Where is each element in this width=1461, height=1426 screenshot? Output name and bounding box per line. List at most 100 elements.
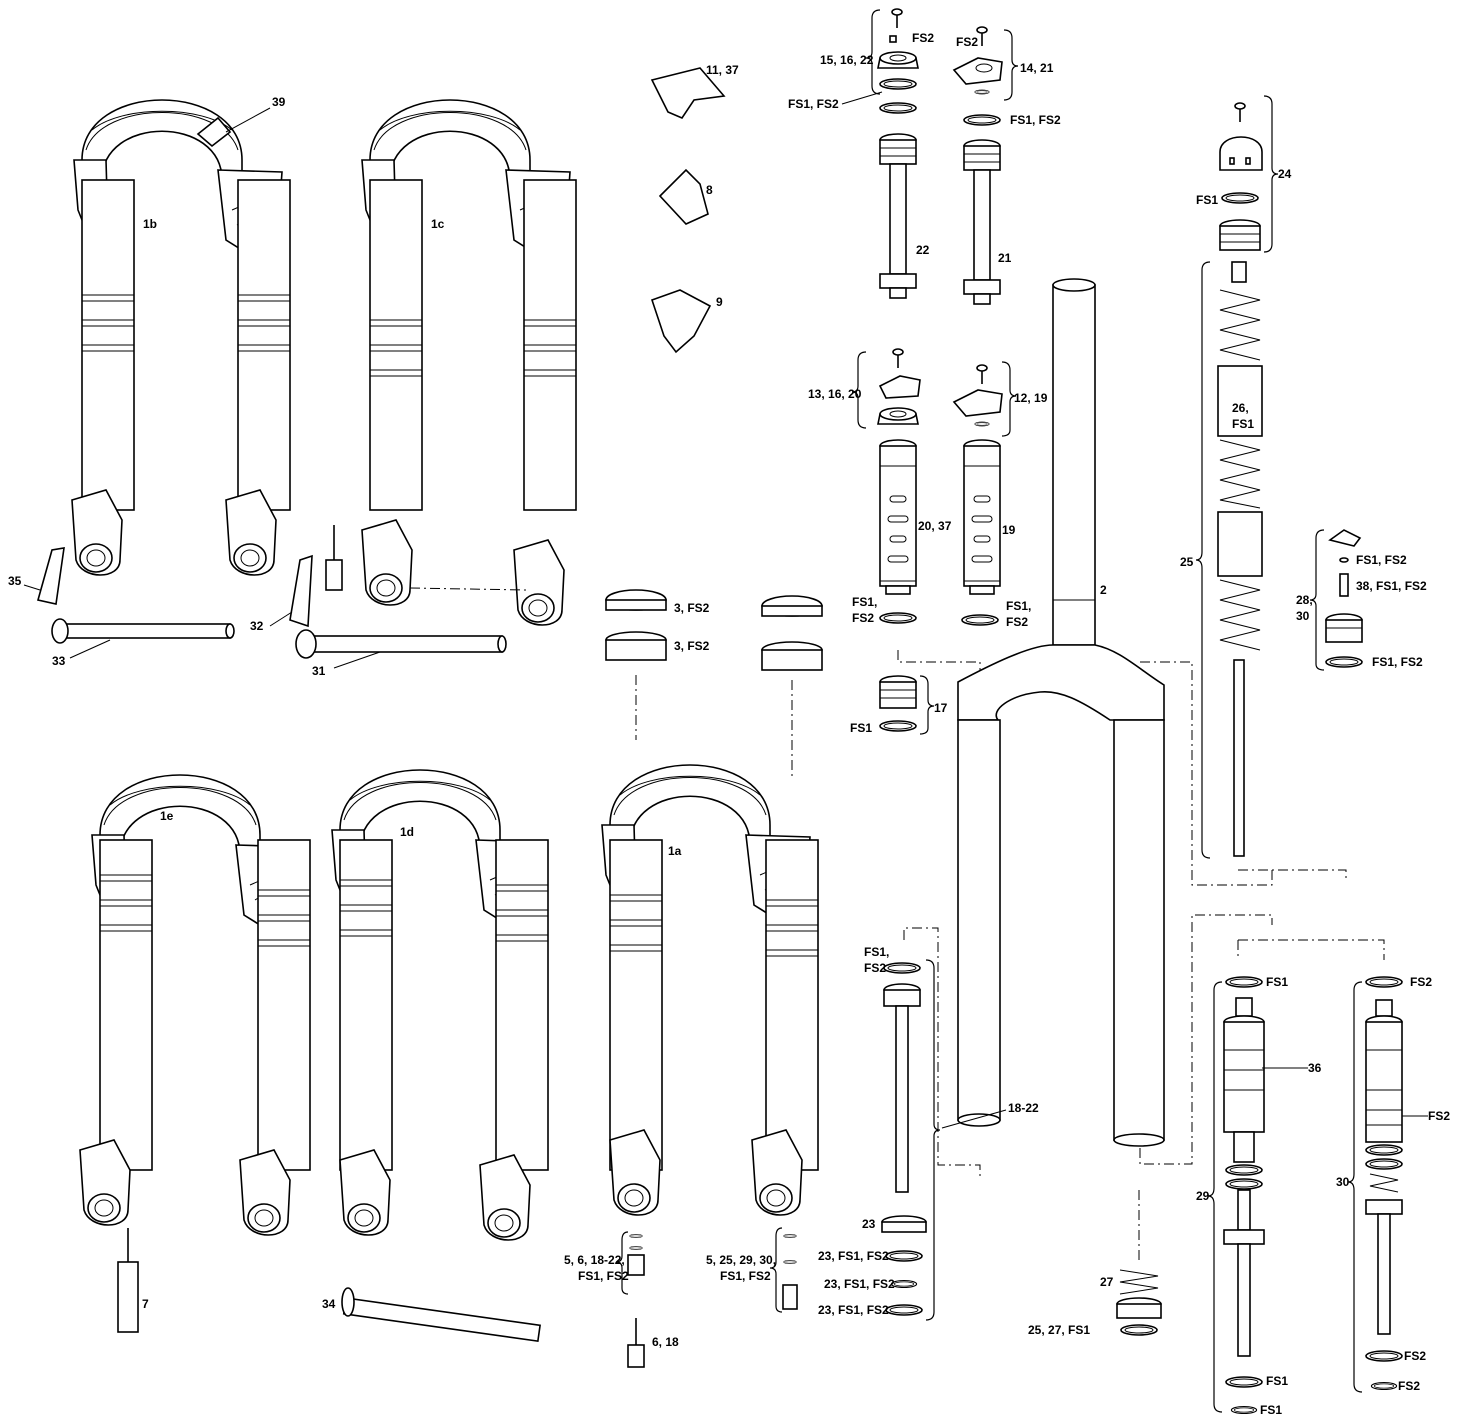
label-25-27: 25, 27, FS1 <box>1028 1323 1090 1337</box>
label-26: 26, <box>1232 401 1249 415</box>
label-fs1-fs2-b: FS1, FS2 <box>1010 113 1061 127</box>
thru-axle-34 <box>341 1287 541 1343</box>
thru-axle-31 <box>295 629 507 659</box>
damper-20 <box>879 439 917 595</box>
label-fs1-23: FS1, <box>864 945 889 959</box>
label-fs1-a: FS1, <box>852 595 877 609</box>
damper-29 <box>1223 997 1265 1357</box>
damper-22 <box>879 133 917 299</box>
label-23c: 23, FS1, FS2 <box>824 1277 895 1291</box>
crown-steerer-2 <box>957 278 1165 1147</box>
label-22: 22 <box>916 243 930 257</box>
label-23: 23 <box>862 1217 876 1231</box>
damper-19 <box>963 439 1001 595</box>
top-cap-24 <box>1219 136 1263 171</box>
label-1d: 1d <box>400 825 414 839</box>
lever-32 <box>289 554 313 628</box>
label-fs1-29c: FS1 <box>1260 1403 1282 1417</box>
label-8: 8 <box>706 183 713 197</box>
label-3-b: 3, FS2 <box>674 639 710 653</box>
label-31: 31 <box>312 664 326 678</box>
damper-21 <box>963 139 1001 305</box>
label-13-16-20: 13, 16, 20 <box>808 387 862 401</box>
label-fs1-b: FS1, <box>1006 599 1031 613</box>
label-38: 38, FS1, FS2 <box>1356 579 1427 593</box>
upper-tube-assembly-1e <box>79 774 311 1236</box>
label-23b: 23, FS1, FS2 <box>818 1249 889 1263</box>
lever-35 <box>37 547 65 605</box>
label-1b: 1b <box>143 217 157 231</box>
label-1e: 1e <box>160 809 174 823</box>
bumper-27 <box>1116 1269 1162 1336</box>
label-26-fs1: FS1 <box>1232 417 1254 431</box>
label-33: 33 <box>52 654 66 668</box>
topcap-body-24 <box>1219 219 1261 251</box>
remote-11-37 <box>650 67 726 119</box>
label-30a: 30 <box>1296 609 1310 623</box>
label-9: 9 <box>716 295 723 309</box>
label-fs1-fs2-a: FS1, FS2 <box>788 97 839 111</box>
label-1c: 1c <box>431 217 445 231</box>
label-fs2-top: FS2 <box>912 31 934 45</box>
top-cap-17 <box>879 675 917 732</box>
label-fs1-fs2-28: FS1, FS2 <box>1356 553 1407 567</box>
label-14-21: 14, 21 <box>1020 61 1054 75</box>
label-fs2-30d: FS2 <box>1398 1379 1420 1393</box>
air-spring-28-30 <box>1325 529 1363 668</box>
fender-mount-39 <box>196 116 232 148</box>
label-29: 29 <box>1196 1189 1210 1203</box>
label-27: 27 <box>1100 1275 1114 1289</box>
seal-3-right <box>761 595 823 671</box>
upper-tube-assembly-1a <box>601 764 819 1216</box>
label-fs2-b: FS2 <box>1006 615 1028 629</box>
seal-3-left <box>605 589 667 661</box>
label-7: 7 <box>142 1297 149 1311</box>
foot-nut-parts-b <box>782 1233 798 1310</box>
label-15-16-22: 15, 16, 22 <box>820 53 874 67</box>
label-18-22: 18-22 <box>1008 1101 1039 1115</box>
upper-tube-assembly-1d <box>331 769 549 1241</box>
valve-tool <box>325 525 343 591</box>
label-5-6-18-22: 5, 6, 18-22, <box>564 1253 625 1267</box>
label-5b-fs: FS1, FS2 <box>720 1269 771 1283</box>
label-5-fs: FS1, FS2 <box>578 1269 629 1283</box>
thru-axle-33 <box>51 618 235 644</box>
label-3-a: 3, FS2 <box>674 601 710 615</box>
spring-assembly-25 <box>1217 261 1263 857</box>
label-32: 32 <box>250 619 264 633</box>
valve-tool-7 <box>117 1228 139 1333</box>
label-23d: 23, FS1, FS2 <box>818 1303 889 1317</box>
label-1a: 1a <box>668 844 682 858</box>
label-21: 21 <box>998 251 1012 265</box>
label-fs1-29b: FS1 <box>1266 1374 1288 1388</box>
label-34: 34 <box>322 1297 336 1311</box>
label-28: 28, <box>1296 593 1313 607</box>
label-36: 36 <box>1308 1061 1322 1075</box>
label-6-18: 6, 18 <box>652 1335 679 1349</box>
label-fs1-29: FS1 <box>1266 975 1288 989</box>
label-24: 24 <box>1278 167 1292 181</box>
label-fs1-17: FS1 <box>850 721 872 735</box>
label-fs2-23: FS2 <box>864 961 886 975</box>
label-12-19: 12, 19 <box>1014 391 1048 405</box>
rod-18-22 <box>883 983 921 1193</box>
label-25: 25 <box>1180 555 1194 569</box>
label-fs2-a: FS2 <box>852 611 874 625</box>
label-fs2-30c: FS2 <box>1404 1349 1426 1363</box>
label-5-25-29-30: 5, 25, 29, 30, <box>706 1253 776 1267</box>
label-11-37: 11, 37 <box>706 63 739 77</box>
upper-tube-assembly-1b <box>71 99 291 576</box>
label-30: 30 <box>1336 1175 1350 1189</box>
label-20-37: 20, 37 <box>918 519 952 533</box>
label-19: 19 <box>1002 523 1016 537</box>
label-fs2-30: FS2 <box>1410 975 1432 989</box>
label-fs2-30b: FS2 <box>1428 1109 1450 1123</box>
label-17: 17 <box>934 701 948 715</box>
label-fs2-14: FS2 <box>956 35 978 49</box>
label-39: 39 <box>272 95 286 109</box>
label-fs1-24: FS1 <box>1196 193 1218 207</box>
upper-tube-assembly-1c <box>361 99 577 626</box>
remote-8 <box>658 168 709 225</box>
foot-nut-parts <box>627 1233 645 1368</box>
